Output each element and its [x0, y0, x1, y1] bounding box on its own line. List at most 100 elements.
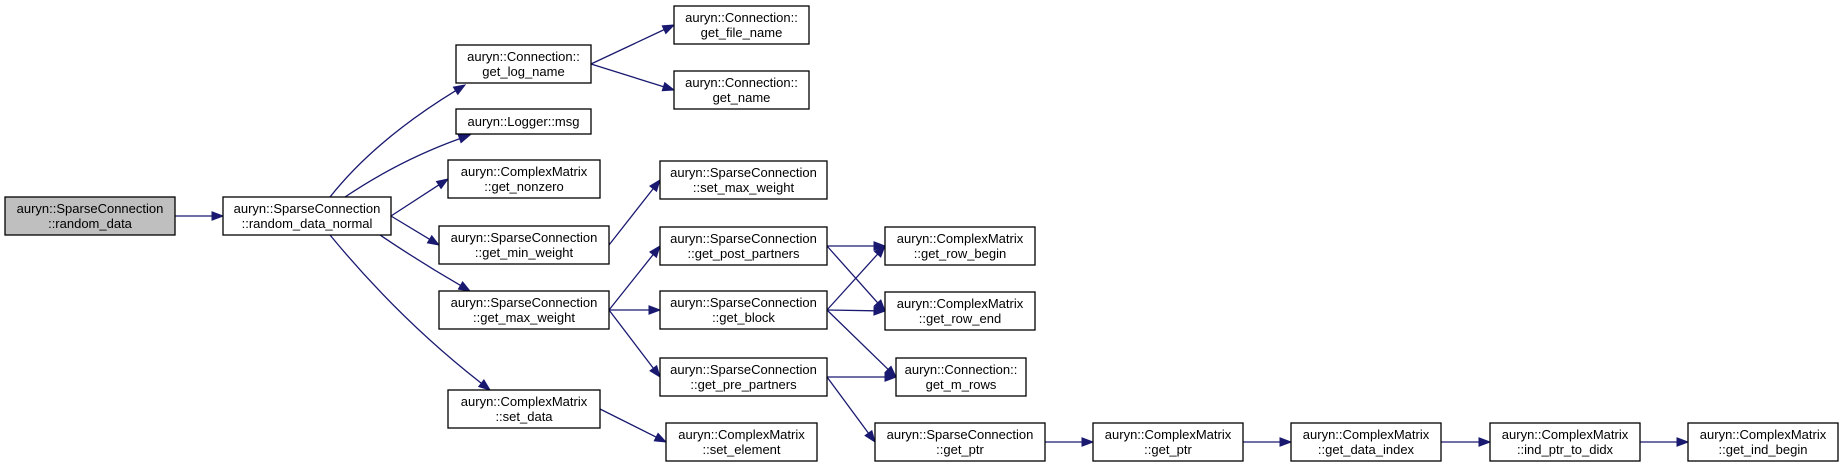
arrowhead — [661, 81, 676, 92]
arrowhead — [426, 234, 441, 246]
edges-layer — [175, 24, 1690, 447]
node-box — [1489, 422, 1641, 462]
node-label: auryn::SparseConnection — [670, 231, 817, 246]
node-label: auryn::SparseConnection — [670, 165, 817, 180]
node-box — [884, 291, 1036, 331]
edge-sc_get_block-to-cm_get_row_end — [826, 305, 887, 316]
node-label: ::get_row_begin — [914, 246, 1007, 261]
edge-random_data_normal-to-logger_msg — [344, 134, 472, 198]
node-label: ::random_data — [48, 216, 133, 231]
edge-conn_get_log_name-to-conn_get_name — [590, 63, 676, 92]
node-box — [222, 196, 392, 236]
node-box — [438, 225, 610, 265]
node-label: auryn::ComplexMatrix — [897, 231, 1024, 246]
arrowhead — [452, 84, 467, 96]
node-label: ::get_ptr — [936, 442, 984, 457]
node-box — [455, 108, 592, 135]
node-cm-ind-ptr-to-didx[interactable]: auryn::ComplexMatrix::ind_ptr_to_didx — [1489, 422, 1641, 462]
node-box — [673, 5, 810, 45]
node-label: auryn::SparseConnection — [887, 427, 1034, 442]
node-label: auryn::SparseConnection — [670, 295, 817, 310]
node-label: auryn::ComplexMatrix — [461, 164, 588, 179]
node-label: get_m_rows — [926, 377, 997, 392]
nodes-layer: auryn::SparseConnection::random_dataaury… — [4, 5, 1839, 462]
node-label: auryn::ComplexMatrix — [461, 394, 588, 409]
node-conn-get-file-name[interactable]: auryn::Connection::get_file_name — [673, 5, 810, 45]
edge-cm_set_data-to-cm_set_element — [599, 408, 668, 443]
edge-sc_get_max_weight-to-sc_get_pre_partners — [608, 309, 661, 379]
node-box — [455, 44, 592, 84]
arrowhead — [1279, 437, 1293, 447]
node-box — [659, 226, 828, 266]
node-sc-get-min-weight[interactable]: auryn::SparseConnection::get_min_weight — [438, 225, 610, 265]
node-sc-get-block[interactable]: auryn::SparseConnection::get_block — [659, 290, 828, 330]
node-sc-get-post-partners[interactable]: auryn::SparseConnection::get_post_partne… — [659, 226, 828, 266]
node-label: ::set_data — [495, 409, 553, 424]
node-random-data[interactable]: auryn::SparseConnection::random_data — [4, 196, 176, 236]
node-box — [4, 196, 176, 236]
arrowhead — [873, 305, 887, 316]
edge-sc_get_block-to-cm_get_row_begin — [826, 244, 886, 311]
arrowhead — [435, 178, 450, 190]
node-label: ::get_max_weight — [473, 310, 575, 325]
arrowhead — [873, 241, 887, 251]
node-conn-get-log-name[interactable]: auryn::Connection::get_log_name — [455, 44, 592, 84]
node-sc-get-ptr[interactable]: auryn::SparseConnection::get_ptr — [874, 422, 1046, 462]
node-random-data-normal[interactable]: auryn::SparseConnection::random_data_nor… — [222, 196, 392, 236]
arrowhead — [884, 372, 898, 382]
edge-random_data_normal-to-sc_get_min_weight — [390, 215, 441, 246]
node-label: auryn::Connection:: — [467, 49, 580, 64]
node-label: ::get_row_end — [919, 311, 1001, 326]
edge-sc_get_max_weight-to-sc_get_block — [609, 305, 662, 315]
node-box — [447, 389, 601, 429]
arrowhead — [1676, 437, 1690, 447]
arrowhead — [457, 280, 472, 292]
node-sc-get-pre-partners[interactable]: auryn::SparseConnection::get_pre_partner… — [659, 357, 828, 397]
node-label: ::get_data_index — [1318, 442, 1415, 457]
node-label: auryn::SparseConnection — [451, 230, 598, 245]
arrowhead — [477, 379, 492, 391]
node-box — [884, 226, 1036, 266]
node-cm-set-data[interactable]: auryn::ComplexMatrix::set_data — [447, 389, 601, 429]
node-box — [1290, 422, 1442, 462]
edge-random_data_normal-to-cm_set_data — [329, 234, 492, 391]
node-label: auryn::Connection:: — [905, 362, 1018, 377]
node-label: ::get_nonzero — [484, 179, 564, 194]
node-sc-set-max-weight[interactable]: auryn::SparseConnection::set_max_weight — [659, 160, 828, 200]
node-box — [447, 159, 601, 199]
node-box — [673, 70, 810, 110]
edge-sc_get_ptr-to-cm_get_ptr — [1045, 437, 1095, 447]
node-box — [659, 357, 828, 397]
node-label: auryn::ComplexMatrix — [1700, 427, 1827, 442]
node-cm-get-ind-begin[interactable]: auryn::ComplexMatrix::get_ind_begin — [1687, 422, 1839, 462]
node-label: auryn::SparseConnection — [451, 295, 598, 310]
arrowhead — [661, 24, 676, 35]
edge-cm_get_data_index-to-cm_ind_ptr_to_didx — [1441, 437, 1492, 447]
node-logger-msg[interactable]: auryn::Logger::msg — [455, 108, 592, 135]
node-label: ::set_element — [702, 442, 780, 457]
node-label: auryn::SparseConnection — [234, 201, 381, 216]
node-label: get_file_name — [701, 25, 783, 40]
node-cm-get-ptr[interactable]: auryn::ComplexMatrix::get_ptr — [1092, 422, 1244, 462]
node-cm-get-data-index[interactable]: auryn::ComplexMatrix::get_data_index — [1290, 422, 1442, 462]
node-label: auryn::Logger::msg — [467, 114, 579, 129]
node-cm-get-nonzero[interactable]: auryn::ComplexMatrix::get_nonzero — [447, 159, 601, 199]
node-label: ::set_max_weight — [693, 180, 795, 195]
node-box — [438, 290, 610, 330]
edge-sc_get_min_weight-to-sc_set_max_weight — [608, 178, 661, 246]
node-cm-get-row-end[interactable]: auryn::ComplexMatrix::get_row_end — [884, 291, 1036, 331]
node-sc-get-max-weight[interactable]: auryn::SparseConnection::get_max_weight — [438, 290, 610, 330]
node-conn-get-m-rows[interactable]: auryn::Connection::get_m_rows — [895, 357, 1027, 397]
node-box — [895, 357, 1027, 397]
edge-sc_get_pre_partners-to-sc_get_ptr — [826, 376, 876, 444]
node-box — [665, 422, 818, 462]
node-label: ::get_ptr — [1144, 442, 1192, 457]
node-cm-set-element[interactable]: auryn::ComplexMatrix::set_element — [665, 422, 818, 462]
node-cm-get-row-begin[interactable]: auryn::ComplexMatrix::get_row_begin — [884, 226, 1036, 266]
node-label: auryn::ComplexMatrix — [678, 427, 805, 442]
edge-sc_get_post_partners-to-cm_get_row_end — [826, 245, 886, 313]
node-label: auryn::ComplexMatrix — [1502, 427, 1629, 442]
arrowhead — [1478, 437, 1492, 447]
node-conn-get-name[interactable]: auryn::Connection::get_name — [673, 70, 810, 110]
